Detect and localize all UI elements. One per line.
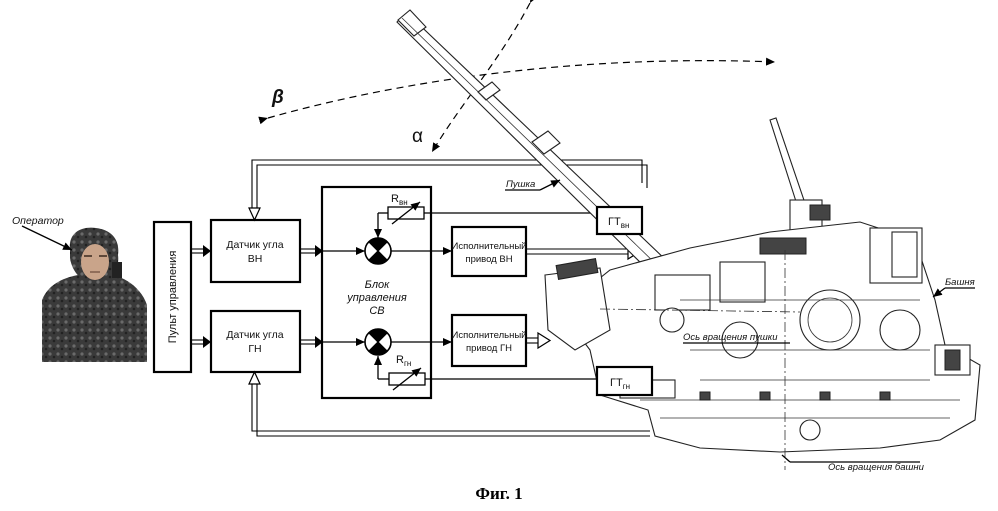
sensor-vn-block <box>211 220 300 282</box>
sensor-gn-line1: Датчик угла <box>226 329 283 341</box>
actuator-gn-line2: привод ГН <box>466 343 512 354</box>
feedback-gn-loop <box>249 372 650 436</box>
gun-axis-label: Ось вращения пушки <box>683 332 778 343</box>
alpha-label: α <box>412 126 423 147</box>
control-unit-line3: СВ <box>369 305 384 317</box>
sensor-gn-block <box>211 311 300 372</box>
operator-photo <box>42 228 147 362</box>
turret-axis-label: Ось вращения башни <box>828 462 925 473</box>
beta-arc <box>268 61 775 118</box>
actuator-gn-output-arrow <box>526 333 550 348</box>
panel-to-sensor-vn-arrow <box>191 245 211 257</box>
sensor-vn-to-unit-arrow <box>300 245 323 257</box>
control-unit-line1: Блок <box>365 279 390 291</box>
sum-junction-vn <box>365 238 391 264</box>
beta-label: β <box>271 87 284 108</box>
actuator-vn-output-arrow <box>526 244 640 259</box>
actuator-gn-line1: Исполнительный <box>452 330 527 341</box>
actuator-vn-line1: Исполнительный <box>452 241 527 252</box>
sensor-gn-line2: ГН <box>248 343 261 355</box>
gun-label: Пушка <box>506 179 535 190</box>
panel-to-sensor-gn-arrow <box>191 336 211 348</box>
sensor-vn-line2: ВН <box>248 253 263 265</box>
sensor-vn-line1: Датчик угла <box>226 239 283 251</box>
turret-label: Башня <box>945 277 975 288</box>
figure-caption: Фиг. 1 <box>0 484 998 504</box>
control-panel-label: Пульт управления <box>167 251 179 344</box>
control-unit-line2: управления <box>346 292 407 304</box>
sum-junction-gn <box>365 329 391 355</box>
actuator-vn-line2: привод ВН <box>465 254 512 265</box>
sensor-gn-to-unit-arrow <box>300 336 323 348</box>
operator-label: Оператор <box>12 215 64 227</box>
